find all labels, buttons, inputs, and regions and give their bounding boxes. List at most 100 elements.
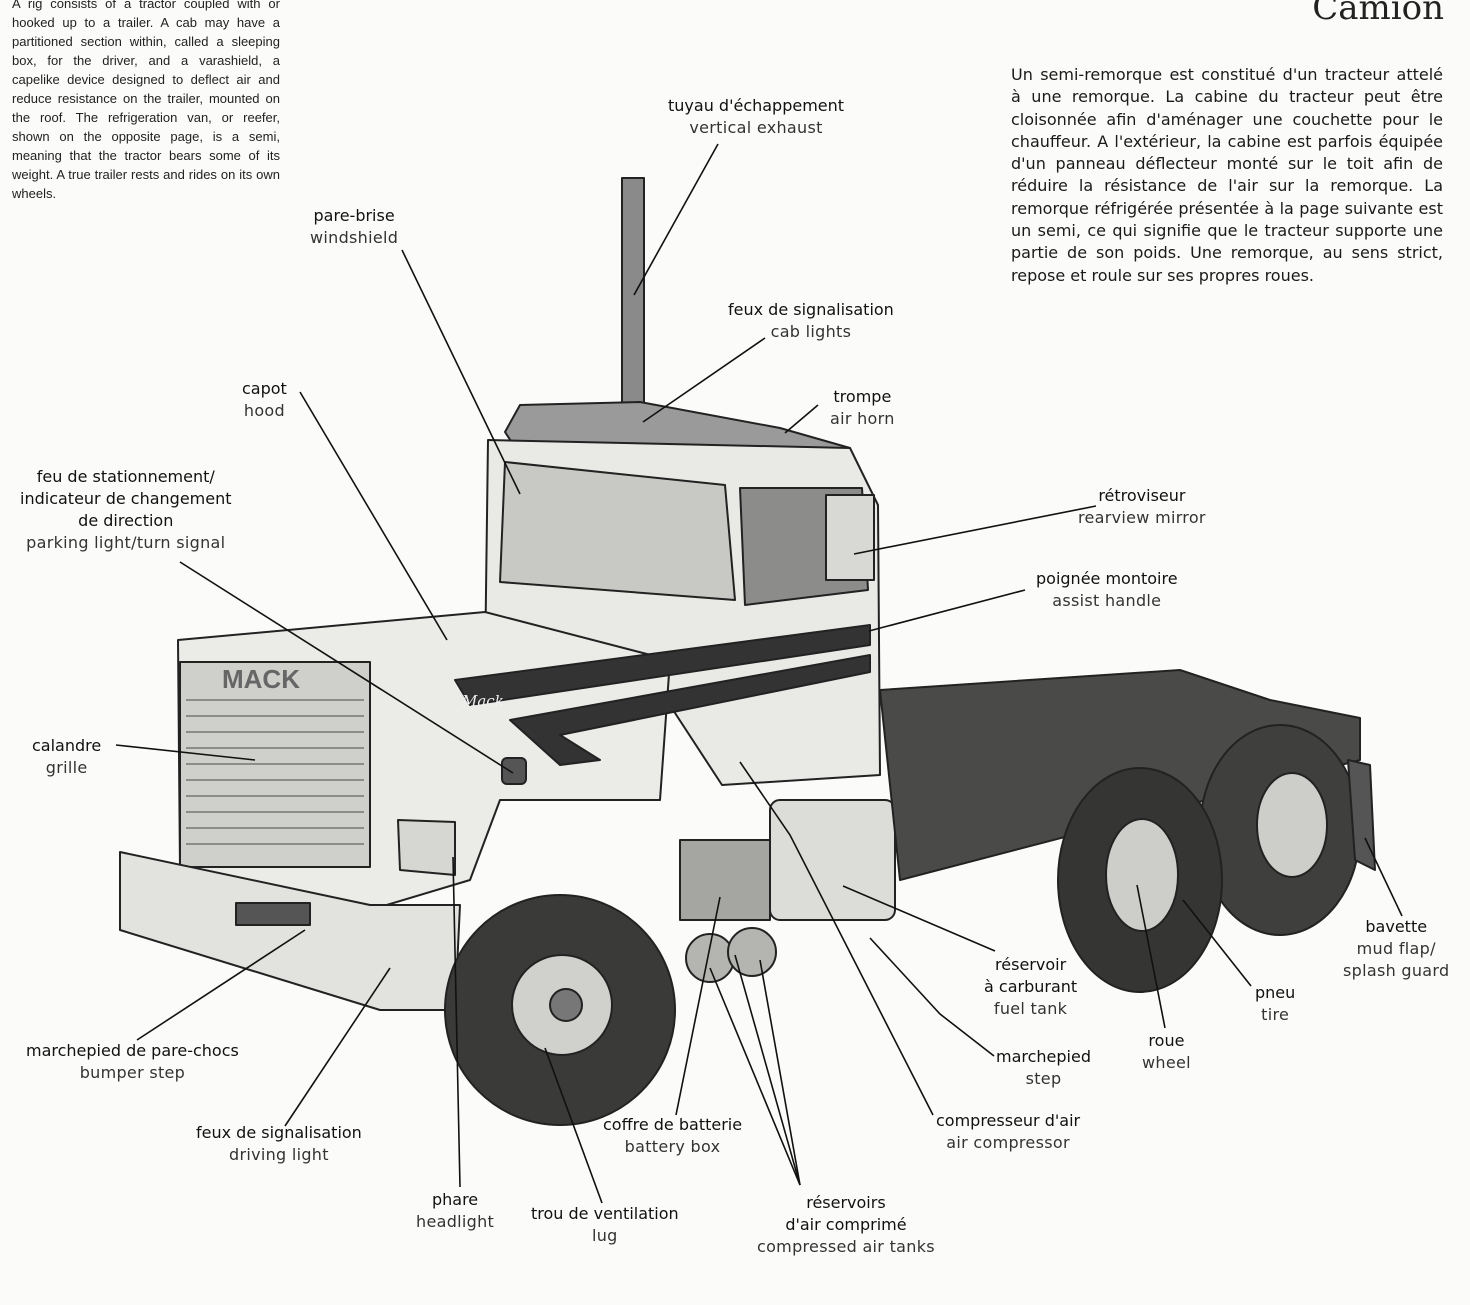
leader-air-tank-3 [759, 959, 801, 1186]
parking-light [501, 757, 527, 785]
label-en: compressed air tanks [757, 1237, 935, 1256]
label-fr: compresseur d'air [936, 1111, 1081, 1130]
label-fr: roue [1148, 1031, 1185, 1050]
grille-brand: MACK [222, 664, 300, 694]
side-stripe-2 [509, 654, 871, 766]
leader-windshield [401, 249, 521, 495]
exhaust-stack [621, 177, 645, 431]
label-en: step [1025, 1069, 1062, 1088]
label-bumper-step: marchepied de pare-chocs bumper step [26, 1040, 239, 1084]
label-hood: capot hood [242, 378, 287, 422]
page-title: Camion [1312, 0, 1444, 28]
leader-hood [299, 391, 448, 641]
label-cab-lights: feux de signalisation cab lights [728, 299, 894, 343]
leader-driving [284, 967, 391, 1127]
label-en: tire [1261, 1005, 1290, 1024]
label-en: hood [243, 401, 285, 420]
rear-rim-back [1256, 772, 1328, 878]
truck-illustration: Mack MACK [119, 177, 1376, 1126]
bumper-step-slots [235, 902, 311, 926]
leader-grille [115, 744, 256, 761]
label-fr: bavette [1365, 917, 1428, 936]
leader-wheel [1136, 884, 1166, 1029]
label-en: cab lights [770, 322, 852, 341]
label-fr: calandre [32, 736, 102, 755]
label-en: rearview mirror [1078, 508, 1206, 527]
label-en: wheel [1142, 1053, 1191, 1072]
label-handle: poignée montoire assist handle [1036, 568, 1178, 612]
label-fr: marchepied [996, 1047, 1091, 1066]
fuel-tank-body [769, 799, 896, 921]
leader-air-horn [784, 404, 819, 434]
leader-air-tank-2 [734, 954, 801, 1186]
label-step: marchepied step [996, 1046, 1091, 1090]
label-fr-2: indicateur de changement [20, 489, 232, 508]
label-headlight: phare headlight [416, 1189, 494, 1233]
label-fr: tuyau d'échappement [668, 96, 845, 115]
leader-battery [675, 896, 721, 1116]
label-en: assist handle [1052, 591, 1162, 610]
label-compressor: compresseur d'air air compressor [936, 1110, 1080, 1154]
leader-headlight [452, 856, 461, 1188]
label-tire: pneu tire [1255, 982, 1295, 1026]
label-fr: pare-brise [313, 206, 395, 225]
label-air-tanks: réservoirs d'air comprimé compressed air… [757, 1192, 935, 1258]
label-en: battery box [624, 1137, 721, 1156]
intro-english: A rig consists of a tractor coupled with… [12, 0, 280, 201]
headlight-body [397, 819, 456, 876]
mud-flap-body [1347, 759, 1376, 871]
intro-french: Un semi-remorque est constitué d'un trac… [1011, 65, 1443, 285]
label-mud-flap: bavette mud flap/ splash guard [1343, 916, 1449, 982]
grille-slats [186, 699, 364, 845]
label-fr-1: feu de stationnement/ [36, 467, 215, 486]
label-driving-light: feux de signalisation driving light [196, 1122, 362, 1166]
label-en: air compressor [946, 1133, 1070, 1152]
label-en: grille [45, 758, 88, 777]
label-fr: feux de signalisation [728, 300, 894, 319]
label-en: windshield [310, 228, 399, 247]
leader-parking [179, 561, 514, 774]
side-stripe-1 [454, 624, 871, 706]
label-fr: capot [242, 379, 287, 398]
leader-exhaust [633, 143, 719, 296]
label-en: headlight [416, 1212, 495, 1231]
label-fr-1: réservoir [995, 955, 1067, 974]
label-fr-2: d'air comprimé [785, 1215, 907, 1234]
label-fr-3: de direction [78, 511, 174, 530]
label-en-2: splash guard [1343, 961, 1450, 980]
windshield-glass [499, 461, 736, 601]
side-script: Mack [461, 692, 504, 710]
label-wheel: roue wheel [1142, 1030, 1191, 1074]
leader-bumper-step [136, 929, 306, 1041]
leader-tire [1182, 899, 1252, 987]
label-parking-light: feu de stationnement/ indicateur de chan… [20, 466, 232, 554]
label-fr: pneu [1255, 983, 1296, 1002]
leader-step [869, 937, 995, 1057]
label-fr-2: à carburant [984, 977, 1078, 996]
label-fr: trou de ventilation [531, 1204, 679, 1223]
label-fuel-tank: réservoir à carburant fuel tank [984, 954, 1077, 1020]
leader-mirror [853, 505, 1097, 555]
label-fr: rétroviseur [1098, 486, 1186, 505]
label-en: fuel tank [993, 999, 1068, 1018]
label-windshield: pare-brise windshield [310, 205, 398, 249]
leader-handle [868, 589, 1026, 632]
label-fr: trompe [833, 387, 892, 406]
air-tank-2 [727, 927, 777, 977]
label-fr: marchepied de pare-chocs [26, 1041, 239, 1060]
leader-air-tank-1 [709, 967, 801, 1186]
label-en: bumper step [79, 1063, 186, 1082]
label-fr: poignée montoire [1036, 569, 1178, 588]
air-tank-1 [685, 933, 735, 983]
label-mirror: rétroviseur rearview mirror [1078, 485, 1206, 529]
label-en: air horn [830, 409, 895, 428]
label-grille: calandre grille [32, 735, 101, 779]
rear-rim-front [1105, 818, 1179, 932]
leader-lug [544, 1047, 603, 1204]
label-en-1: mud flap/ [1356, 939, 1436, 958]
leader-cab-lights [642, 337, 766, 423]
label-lug: trou de ventilation lug [531, 1203, 679, 1247]
leader-compressor [739, 761, 934, 1116]
